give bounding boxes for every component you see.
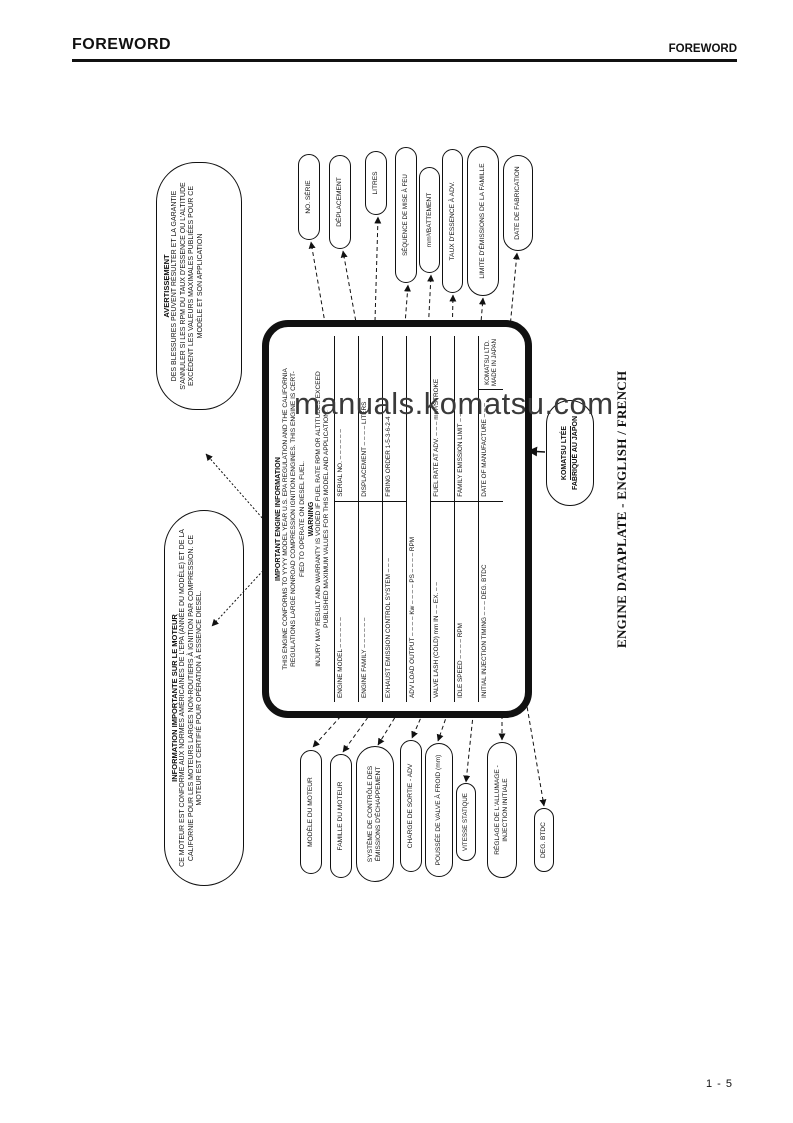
callout-valve-lash: POUSSÉE DE VALVE À FROID (mm) xyxy=(425,743,453,877)
field-idle-speed: IDLE SPEED – – – – RPM xyxy=(455,500,479,702)
callout-idle-speed: VITESSE STATIQUE xyxy=(456,783,476,861)
callout-family-emission-limit: LIMITE D'ÉMISSIONS DE LA FAMILLE xyxy=(467,146,499,296)
page-title: FOREWORD xyxy=(72,36,172,53)
callout-firing-order: SÉQUENCE DE MISE À FEU xyxy=(395,147,417,283)
callout-date-of-manufacture: DATE DE FABRICATION xyxy=(503,155,533,251)
engine-dataplate: IMPORTANT ENGINE INFORMATION THIS ENGINE… xyxy=(262,320,532,718)
field-initial-injection-timing: INITIAL INJECTION TIMING – – – DEG. BTDC xyxy=(479,500,504,702)
maker-box: KOMATSU LTD. MADE IN JAPAN xyxy=(479,336,504,390)
callout-engine-family: FAMILLE DU MOTEUR xyxy=(330,754,352,878)
komatsu-origin: FABRIQUÉ AU JAPON xyxy=(572,415,579,491)
callout-displacement: DÉPLACEMENT xyxy=(329,155,351,249)
engine-dataplate-figure: INFORMATION IMPORTANTE SUR LE MOTEUR CE … xyxy=(150,143,640,888)
running-header: FOREWORD xyxy=(668,43,737,55)
maker-origin: MADE IN JAPAN xyxy=(491,339,499,386)
maker-name: KOMATSU LTD. xyxy=(484,340,492,385)
header-rule xyxy=(72,59,737,62)
callout-emission-control-system: SYSTÈME DE CONTRÔLE DES ÉMISSIONS D'ÉCHA… xyxy=(356,746,394,882)
field-engine-family: ENGINE FAMILY – – – – – – xyxy=(359,500,383,702)
callout-engine-model: MODÈLE DU MOTEUR xyxy=(300,750,322,874)
callout-serial-no: NO. SÉRIE xyxy=(298,154,320,240)
callout-deg-btdc: DEG. BTDC xyxy=(534,808,554,872)
field-exhaust-emission-control: EXHAUST EMISSION CONTROL SYSTEM – – – xyxy=(383,500,407,702)
plate-line1: THIS ENGINE CONFORMS TO YYYY MODEL YEAR … xyxy=(282,368,290,670)
page-number: 1 - 5 xyxy=(705,1078,733,1090)
field-engine-model: ENGINE MODEL – – – – – – xyxy=(335,500,359,702)
callout-litres: LITRES xyxy=(365,151,387,215)
callout-adv-load-output: CHARGE DE SORTIE - ADV xyxy=(400,740,422,872)
field-valve-lash: VALVE LASH (COLD) mm IN – – EX. – – xyxy=(431,500,455,702)
callout-injection-timing: RÉGLAGE DE L'ALLUMAGE - INJECTION INITIA… xyxy=(487,742,517,878)
komatsu-name: KOMATSU LTÉE xyxy=(560,425,571,481)
watermark: manuals.komatsu.com xyxy=(294,386,614,421)
callout-fuel-rate: TAUX D'ESSENCE À ADV. xyxy=(442,149,463,293)
plate-title: IMPORTANT ENGINE INFORMATION xyxy=(273,457,282,581)
callout-mm3-stroke: mm³/BATTEMENT xyxy=(419,167,440,273)
